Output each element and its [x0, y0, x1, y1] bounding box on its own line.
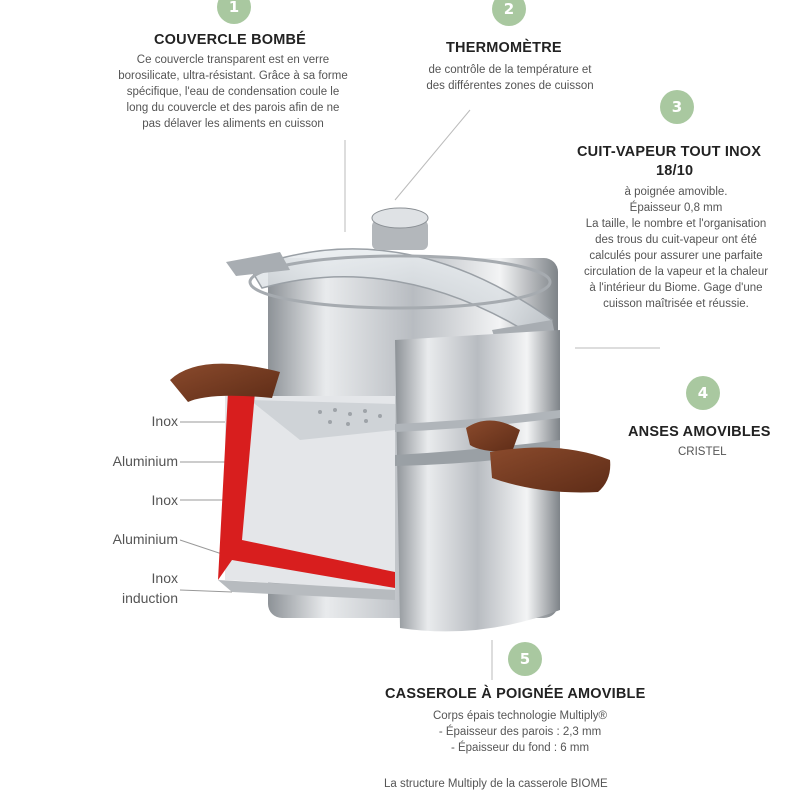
lid-description: Ce couvercle transparent est en verre bo…: [108, 52, 358, 132]
thermometer-line: de contrôle de la température et: [428, 64, 592, 76]
step-badge-2: 2: [492, 0, 526, 26]
steamer-basket: [250, 400, 395, 440]
aluminium-layer: [218, 392, 395, 588]
steamer-title: CUIT-VAPEUR TOUT INOX: [577, 144, 762, 160]
lid-line: Ce couvercle transparent est en verre: [136, 54, 330, 66]
layer-label: Aluminium: [112, 453, 178, 469]
lid-handle-left: [226, 252, 290, 276]
lid-line: long du couvercle et des parois afin de …: [126, 102, 340, 114]
handle-left-wood: [170, 363, 280, 402]
steamer-line: calculés pour assurer une parfaite: [589, 250, 763, 262]
cutaway-interior: [225, 396, 395, 590]
steamer-line: à l'intérieur du Biome. Gage d'une: [589, 282, 763, 294]
handle-right-upper: [466, 420, 520, 452]
steamer-line: La taille, le nombre et l'organisation: [585, 218, 767, 230]
thermometer-title: THERMOMÈTRE: [446, 40, 562, 56]
saucepan-line: - Épaisseur des parois : 2,3 mm: [438, 726, 602, 738]
steamer-holes: [318, 408, 382, 426]
thermometer-icon: [372, 220, 428, 250]
handle-right-lower: [490, 447, 611, 493]
handles-title: ANSES AMOVIBLES: [628, 424, 771, 440]
layer-label: Aluminium: [112, 531, 178, 547]
layer-label: Inox: [151, 570, 178, 586]
saucepan-line: Corps épais technologie Multiply®: [432, 710, 608, 722]
lid-title: COUVERCLE BOMBÉ: [154, 32, 307, 48]
layer-label: Inox: [151, 413, 178, 429]
step-badge-3: 3: [660, 90, 694, 124]
leader-line-layer: [179, 539, 226, 556]
thermometer-dial: [371, 207, 429, 229]
steamer-line: des trous du cuit-vapeur ont été: [595, 234, 757, 246]
lid-rim: [248, 254, 552, 310]
step-badge-4: 4: [686, 376, 720, 410]
steamer-line: circulation de la vapeur et la chaleur: [583, 266, 769, 278]
lid-line: borosilicate, ultra-résistant. Grâce à s…: [118, 70, 348, 82]
steel-bottom: [218, 580, 395, 600]
steamer-title-grade: 18/10: [656, 163, 694, 179]
saucepan-extra: La structure Multiply de la casserole BI…: [384, 778, 608, 790]
thermometer-line: des différentes zones de cuisson: [426, 80, 594, 92]
saucepan-description: Corps épais technologie Multiply® - Épai…: [400, 708, 640, 756]
layer-label: induction: [121, 590, 178, 606]
lid-line: pas délaver les aliments en cuisson: [142, 118, 324, 130]
handles-brand: CRISTEL: [678, 446, 727, 458]
pot-rim-band: [395, 410, 560, 432]
steamer-description: à poignée amovible. Épaisseur 0,8 mm La …: [566, 184, 786, 312]
lid-line: spécifique, l'eau de condensation coule …: [126, 86, 340, 98]
saucepan-title: CASSEROLE À POIGNÉE AMOVIBLE: [385, 686, 646, 702]
leader-line-thermo: [394, 109, 471, 201]
leader-line-layer: [179, 589, 233, 593]
steamer-line: à poignée amovible.: [624, 186, 728, 198]
thermometer-description: de contrôle de la température et des dif…: [410, 62, 610, 94]
pot-rim-band: [395, 440, 560, 466]
saucepan-line: - Épaisseur du fond : 6 mm: [450, 742, 590, 754]
step-badge-5: 5: [508, 642, 542, 676]
pot-body-front: [395, 330, 560, 632]
layer-label: Inox: [151, 492, 178, 508]
step-badge-1: 1: [217, 0, 251, 24]
steamer-line: cuisson maîtrisée et réussie.: [603, 298, 749, 310]
steamer-line: Épaisseur 0,8 mm: [629, 202, 723, 214]
